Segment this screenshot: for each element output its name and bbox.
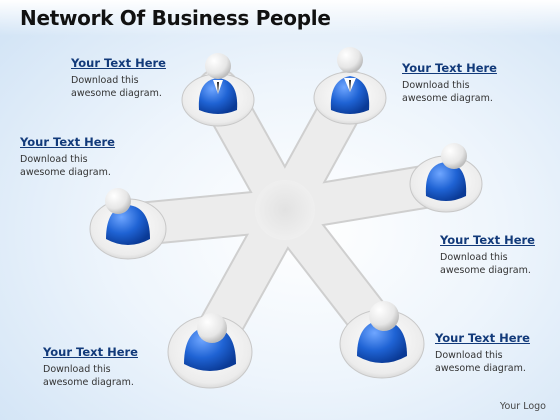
text-label-bottom-right: Your Text Here Download this awesome dia… [435,331,560,375]
label-line: Download this [440,252,508,263]
star-arms [106,68,470,367]
person-figure-top-left [181,53,255,127]
label-heading: Your Text Here [402,61,497,75]
label-line: Download this [435,350,503,361]
label-line: awesome diagram. [71,88,162,99]
label-body: Download this awesome diagram. [20,153,170,179]
label-line: Download this [71,75,139,86]
label-body: Download this awesome diagram. [43,363,193,389]
text-label-left: Your Text Here Download this awesome dia… [20,135,170,179]
label-heading: Your Text Here [43,345,138,359]
title-band [0,0,560,36]
person-figure-bottom-right [339,301,425,379]
label-line: Download this [402,80,470,91]
label-line: Download this [43,364,111,375]
label-heading: Your Text Here [435,331,530,345]
label-body: Download this awesome diagram. [71,74,221,100]
text-label-bottom-left: Your Text Here Download this awesome dia… [43,345,193,389]
person-figure-top-right [313,47,387,125]
page-title: Network Of Business People [20,6,331,30]
label-line: awesome diagram. [440,265,531,276]
label-line: awesome diagram. [402,93,493,104]
label-heading: Your Text Here [440,233,535,247]
label-line: awesome diagram. [43,377,134,388]
text-label-top-right: Your Text Here Download this awesome dia… [402,61,552,105]
person-figure-right [409,143,483,213]
label-line: Download this [20,154,88,165]
logo-text: Your Logo [499,401,546,412]
label-body: Download this awesome diagram. [440,251,560,277]
label-heading: Your Text Here [20,135,115,149]
person-figure-left [89,188,167,260]
label-heading: Your Text Here [71,56,166,70]
label-line: awesome diagram. [20,167,111,178]
text-label-top-left: Your Text Here Download this awesome dia… [71,56,221,100]
label-body: Download this awesome diagram. [402,79,552,105]
label-body: Download this awesome diagram. [435,349,560,375]
text-label-right: Your Text Here Download this awesome dia… [440,233,560,277]
label-line: awesome diagram. [435,363,526,374]
person-figure-bottom-left [167,313,253,389]
